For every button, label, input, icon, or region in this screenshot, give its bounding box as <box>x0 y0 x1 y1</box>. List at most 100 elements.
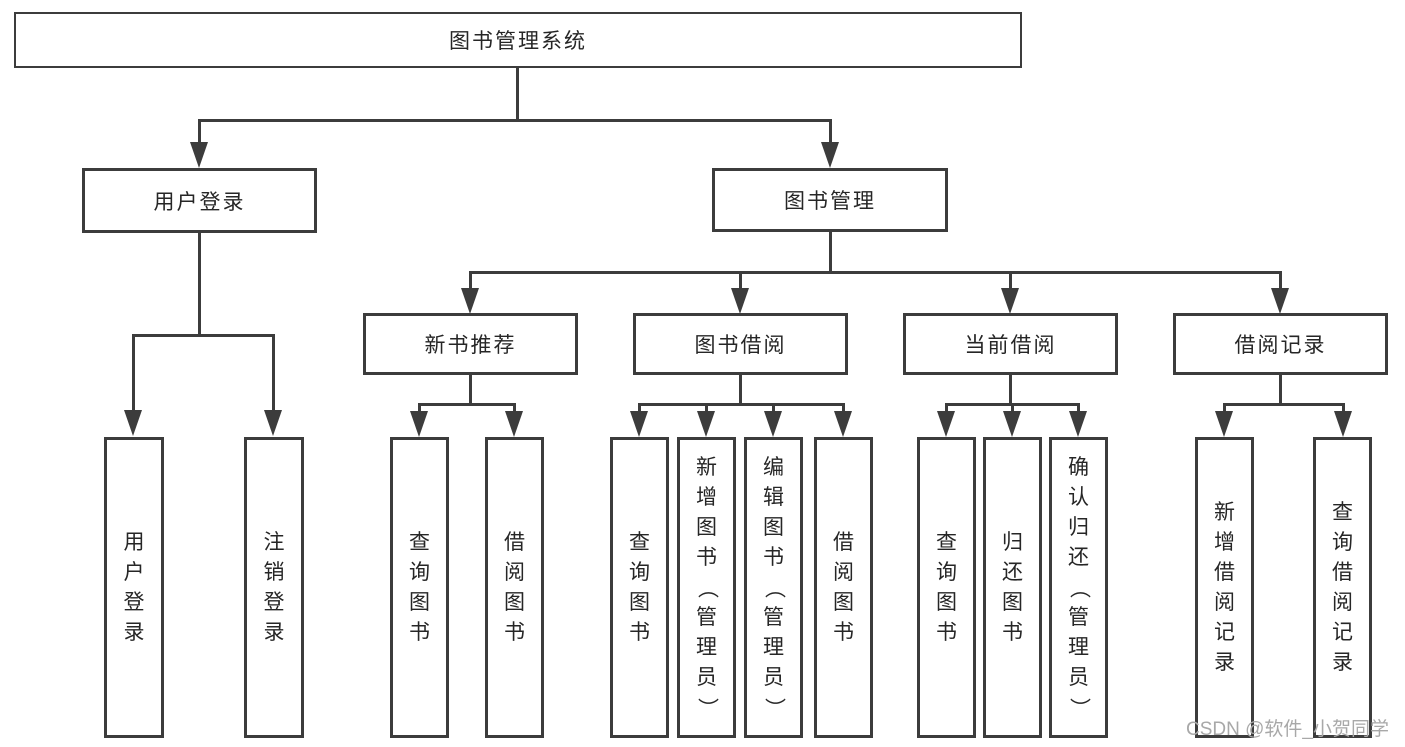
connector-line-vertical <box>1278 375 1282 405</box>
vertical-char: 图 <box>936 590 957 614</box>
vertical-char: 查 <box>409 530 430 554</box>
node-root-label: 图书管理系统 <box>449 30 587 53</box>
vertical-char: 还 <box>1002 560 1023 584</box>
vertical-char: 查 <box>629 530 650 554</box>
connector-line-vertical <box>1008 375 1012 405</box>
vertical-char: 图 <box>504 590 525 614</box>
connector-line-vertical <box>512 404 516 412</box>
leaf-query-book-borrow-label: 查询图书 <box>613 528 666 648</box>
vertical-char: 借 <box>1214 560 1235 584</box>
node-new-book-recommend-label: 新书推荐 <box>424 334 517 357</box>
vertical-char: 理 <box>763 635 784 659</box>
vertical-char: ） <box>695 697 719 718</box>
leaf-edit-book-admin-label: 编辑图书（管理员） <box>747 453 800 723</box>
connector-line-horizontal <box>468 270 1282 274</box>
connector-line-vertical <box>841 404 845 412</box>
leaf-borrow-book-recommend-label: 借阅图书 <box>488 528 541 648</box>
vertical-char: 书 <box>763 545 784 569</box>
connector-line-vertical <box>637 404 641 412</box>
connector-line-horizontal <box>1222 402 1345 406</box>
connector-line-vertical <box>131 335 135 412</box>
vertical-char: 书 <box>629 620 650 644</box>
vertical-char: 注 <box>263 530 285 554</box>
vertical-char: 增 <box>696 485 717 509</box>
leaf-query-borrow-record-label: 查询借阅记录 <box>1316 498 1369 678</box>
connector-line-vertical <box>771 404 775 412</box>
connector-line-vertical <box>738 375 742 405</box>
leaf-add-book-admin: 新增图书（管理员） <box>677 437 736 738</box>
vertical-char: 销 <box>263 560 285 584</box>
vertical-char: 阅 <box>833 560 854 584</box>
arrow-down-icon <box>1001 288 1019 314</box>
vertical-char: 归 <box>1068 515 1089 539</box>
connector-line-vertical <box>468 375 472 405</box>
leaf-add-borrow-record-label: 新增借阅记录 <box>1198 498 1251 678</box>
vertical-char: 认 <box>1068 485 1089 509</box>
vertical-char: 借 <box>833 530 854 554</box>
vertical-char: 员 <box>1068 665 1089 689</box>
vertical-char: 书 <box>936 620 957 644</box>
vertical-char: 登 <box>123 590 145 614</box>
vertical-char: 阅 <box>504 560 525 584</box>
leaf-edit-book-admin: 编辑图书（管理员） <box>744 437 803 738</box>
vertical-char: 还 <box>1068 545 1089 569</box>
vertical-char: 图 <box>629 590 650 614</box>
vertical-char: 借 <box>1332 560 1353 584</box>
vertical-char: 记 <box>1214 620 1235 644</box>
vertical-char: 理 <box>1068 635 1089 659</box>
connector-line-vertical <box>468 272 472 290</box>
vertical-char: 记 <box>1332 620 1353 644</box>
vertical-char: 管 <box>763 605 784 629</box>
connector-line-vertical <box>1008 272 1012 290</box>
vertical-char: 增 <box>1214 530 1235 554</box>
vertical-char: 询 <box>409 560 430 584</box>
vertical-char: 管 <box>1068 605 1089 629</box>
connector-line-vertical <box>197 233 201 336</box>
vertical-char: 图 <box>1002 590 1023 614</box>
leaf-user-login-label: 用户登录 <box>107 528 161 648</box>
leaf-borrow-book-label: 借阅图书 <box>817 528 870 648</box>
leaf-add-book-admin-label: 新增图书（管理员） <box>680 453 733 723</box>
vertical-char: 录 <box>1214 650 1235 674</box>
connector-line-vertical <box>271 335 275 412</box>
vertical-char: 管 <box>696 605 717 629</box>
leaf-return-book-label: 归还图书 <box>986 528 1039 648</box>
vertical-char: （ <box>1067 577 1091 598</box>
vertical-char: 户 <box>123 560 145 584</box>
vertical-char: 书 <box>504 620 525 644</box>
leaf-query-book-borrow: 查询图书 <box>610 437 669 738</box>
vertical-char: 确 <box>1068 455 1089 479</box>
node-book-management-label: 图书管理 <box>784 190 876 213</box>
node-book-borrow: 图书借阅 <box>633 313 848 375</box>
arrow-down-icon <box>461 288 479 314</box>
arrow-down-icon <box>124 410 142 436</box>
vertical-char: 新 <box>696 455 717 479</box>
vertical-char: 图 <box>833 590 854 614</box>
leaf-confirm-return-admin: 确认归还（管理员） <box>1049 437 1108 738</box>
arrow-down-icon <box>821 142 839 168</box>
vertical-char: 新 <box>1214 500 1235 524</box>
vertical-char: 员 <box>763 665 784 689</box>
vertical-char: 编 <box>763 455 784 479</box>
leaf-return-book: 归还图书 <box>983 437 1042 738</box>
connector-line-vertical <box>1010 404 1014 412</box>
connector-line-vertical <box>738 272 742 290</box>
node-borrow-record-label: 借阅记录 <box>1234 334 1327 357</box>
vertical-char: 辑 <box>763 485 784 509</box>
connector-line-vertical <box>1341 404 1345 412</box>
vertical-char: 书 <box>1002 620 1023 644</box>
connector-line-vertical <box>1278 272 1282 290</box>
arrow-down-icon <box>505 411 523 437</box>
arrow-down-icon <box>937 411 955 437</box>
arrow-down-icon <box>1215 411 1233 437</box>
connector-line-vertical <box>417 404 421 412</box>
arrow-down-icon <box>630 411 648 437</box>
arrow-down-icon <box>1003 411 1021 437</box>
connector-line-vertical <box>1076 404 1080 412</box>
node-current-borrow-label: 当前借阅 <box>964 334 1057 357</box>
connector-line-horizontal <box>417 402 516 406</box>
arrow-down-icon <box>264 410 282 436</box>
connector-line-vertical <box>944 404 948 412</box>
connector-line-horizontal <box>197 118 832 122</box>
